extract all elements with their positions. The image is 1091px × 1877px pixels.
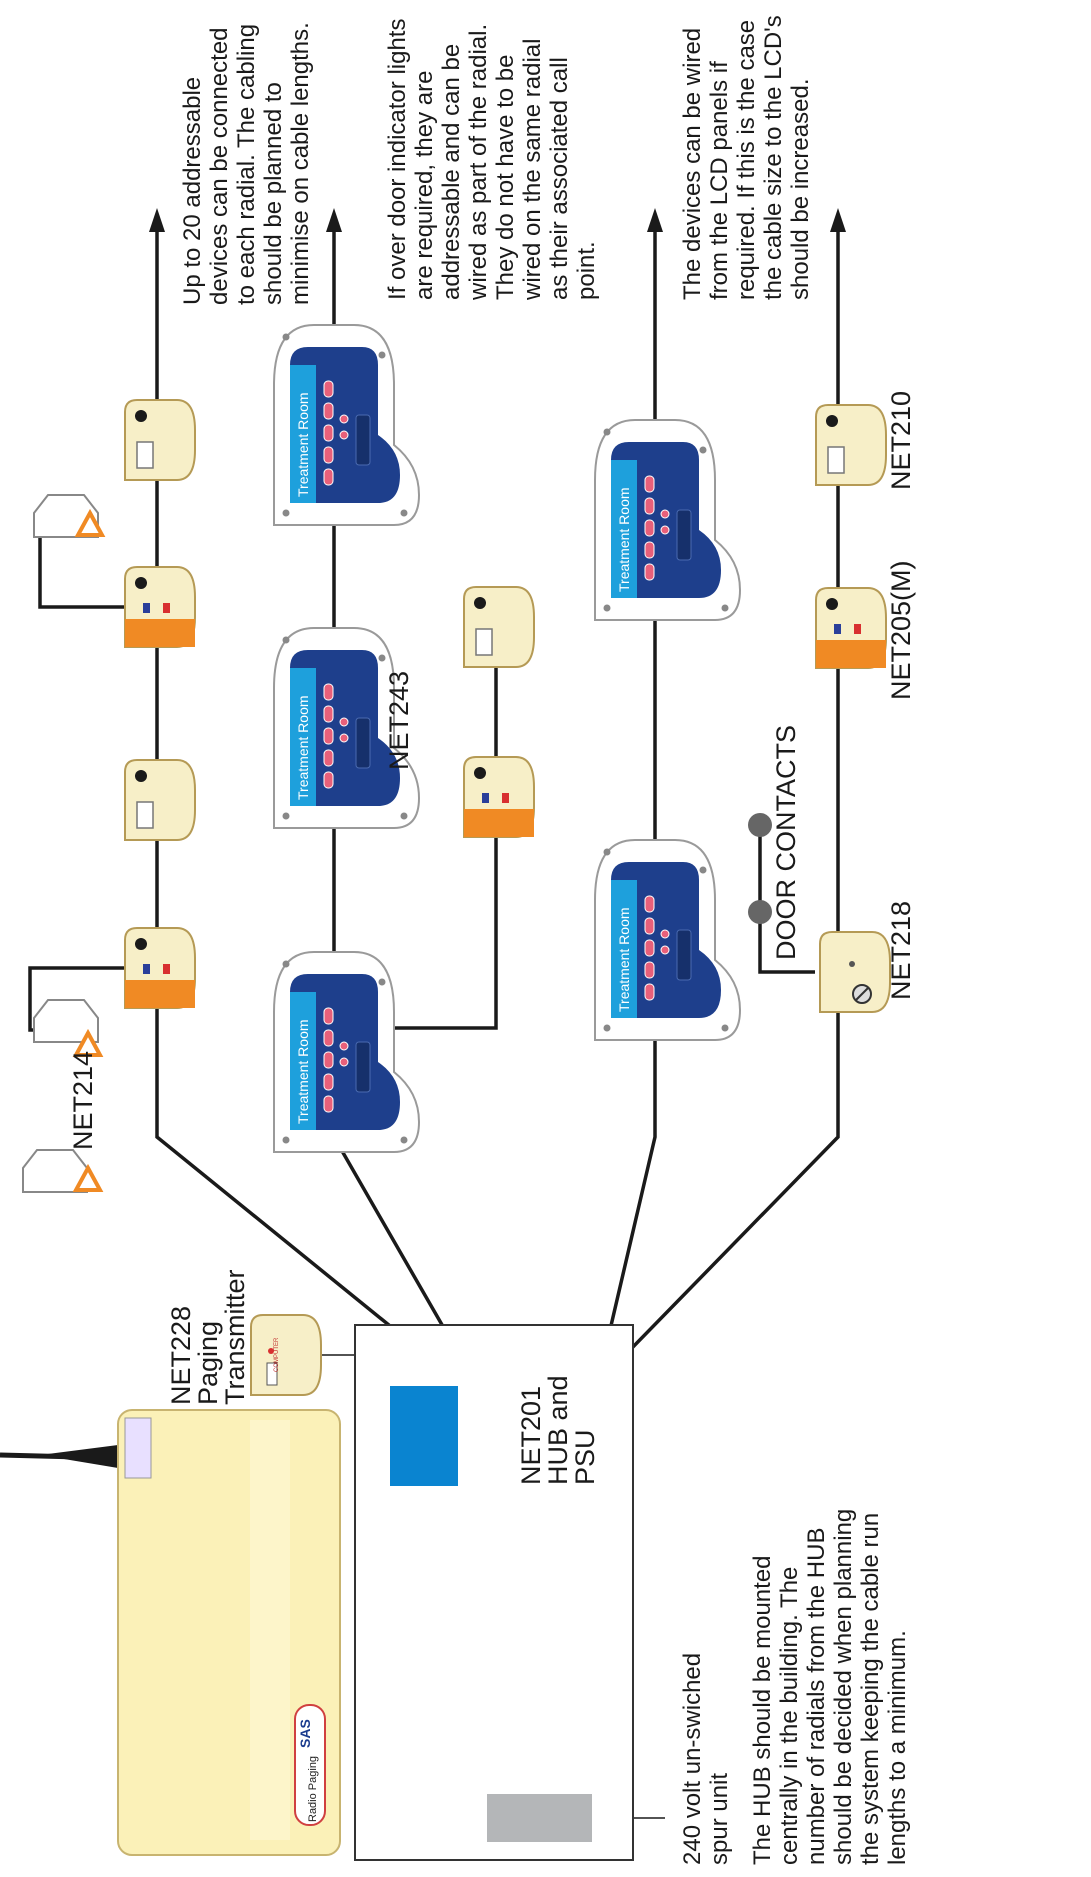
radial-1 (155, 222, 397, 1332)
svg-text:NET210: NET210 (886, 391, 916, 490)
label-net210: NET210 (886, 391, 916, 490)
svg-text:are required, they are: are required, they are (411, 71, 438, 300)
svg-text:Treatment Room: Treatment Room (616, 487, 632, 592)
door-contact-b (748, 813, 772, 837)
lcd-panel-r3b: Treatment Room (594, 419, 741, 621)
hub-display (390, 1386, 458, 1486)
svg-text:should be planned to: should be planned to (260, 82, 287, 305)
call-unit-r1b (124, 759, 196, 841)
svg-text:240 volt un-swiched: 240 volt un-swiched (679, 1653, 706, 1865)
svg-text:centrally in the building. The: centrally in the building. The (776, 1567, 803, 1865)
spur-unit (487, 1794, 592, 1842)
label-net218: NET218 (886, 901, 916, 1000)
svg-text:Radio Paging: Radio Paging (307, 1756, 319, 1822)
svg-text:devices can be connected: devices can be connected (206, 27, 233, 305)
svg-text:number of radials from the HUB: number of radials from the HUB (803, 1528, 830, 1865)
transmitter-computer-label: COMPUTER (274, 1337, 280, 1372)
radial-3 (608, 222, 657, 1331)
svg-text:NET201: NET201 (516, 1386, 546, 1485)
call-unit-net210 (815, 404, 887, 486)
label-door-contacts: DOOR CONTACTS (771, 725, 801, 960)
svg-text:The devices can be wired: The devices can be wired (679, 28, 706, 300)
svg-text:the system keeping the cable r: the system keeping the cable run (857, 1513, 884, 1865)
svg-text:wired on the same radial: wired on the same radial (519, 39, 546, 301)
svg-text:Transmitter: Transmitter (220, 1269, 250, 1405)
call-unit-r1d (124, 399, 196, 481)
door-contacts-unit-net218 (819, 931, 891, 1013)
call-point-orange-r1c (124, 566, 196, 648)
svg-text:should be increased.: should be increased. (787, 79, 814, 300)
svg-text:PSU: PSU (570, 1429, 600, 1485)
label-net243: NET243 (384, 671, 414, 770)
svg-text:Treatment Room: Treatment Room (295, 1019, 311, 1124)
arrow-radial-2 (326, 208, 342, 232)
label-net205m: NET205(M) (886, 560, 916, 700)
svg-text:They do not have to be: They do not have to be (492, 54, 519, 300)
door-contact-wire (758, 825, 815, 974)
lcd-panel-r2a: Treatment Room (273, 951, 420, 1153)
svg-text:from the LCD panels if: from the LCD panels if (706, 61, 733, 300)
svg-text:to each radial. The cabling: to each radial. The cabling (233, 24, 260, 305)
label-net201: NET201 HUB and PSU (516, 1375, 600, 1485)
radial-arrows (149, 208, 846, 232)
lcd-panel-r3a: Treatment Room (594, 839, 741, 1041)
note-lcd-wiring: The devices can be wired from the LCD pa… (679, 15, 814, 300)
call-point-orange-r1a (124, 927, 196, 1009)
svg-text:COMPUTER: COMPUTER (274, 1337, 280, 1372)
svg-text:NET228: NET228 (166, 1306, 196, 1405)
svg-text:DOOR CONTACTS: DOOR CONTACTS (771, 725, 801, 960)
call-point-orange-branch (463, 756, 535, 838)
svg-text:Treatment Room: Treatment Room (616, 907, 632, 1012)
svg-text:Treatment Room: Treatment Room (295, 392, 311, 497)
svg-text:should be decided when plannin: should be decided when planning (830, 1509, 857, 1865)
call-point-orange-net205m (815, 587, 887, 669)
svg-text:If over door indicator lights: If over door indicator lights (384, 19, 411, 300)
arrow-radial-4 (830, 208, 846, 232)
svg-text:NET218: NET218 (886, 901, 916, 1000)
svg-text:point.: point. (573, 241, 600, 300)
lcd-panel-r2c: Treatment Room (273, 324, 420, 526)
svg-text:Treatment Room: Treatment Room (295, 695, 311, 800)
svg-text:The HUB should be mounted: The HUB should be mounted (749, 1555, 776, 1865)
arrow-radial-3 (647, 208, 663, 232)
svg-text:addressable and can be: addressable and can be (438, 44, 465, 300)
svg-text:the cable size to the LCD's: the cable size to the LCD's (760, 15, 787, 300)
svg-text:NET205(M): NET205(M) (886, 560, 916, 700)
svg-text:Paging: Paging (193, 1321, 223, 1405)
lcd-panel-r2b: Treatment Room (273, 627, 420, 829)
svg-text:as their associated call: as their associated call (546, 57, 573, 300)
note-over-door-lights: If over door indicator lights are requir… (384, 19, 600, 301)
door-contact-a (748, 900, 772, 924)
arrow-radial-1 (149, 208, 165, 232)
label-net214: NET214 (68, 1051, 98, 1150)
svg-text:HUB and: HUB and (543, 1375, 573, 1485)
radial-4 (628, 222, 840, 1352)
note-hub-mounting: The HUB should be mounted centrally in t… (749, 1509, 911, 1865)
svg-text:wired as part of the radial.: wired as part of the radial. (465, 24, 492, 301)
svg-text:lengths to a minimum.: lengths to a minimum. (884, 1630, 911, 1865)
svg-text:NET214: NET214 (68, 1051, 98, 1150)
svg-text:SAS: SAS (297, 1719, 313, 1748)
svg-text:NET243: NET243 (384, 671, 414, 770)
note-radial-capacity: Up to 20 addressable devices can be conn… (179, 22, 314, 305)
svg-text:minimise on cable lengths.: minimise on cable lengths. (287, 22, 314, 305)
label-net228: NET228 Paging Transmitter (166, 1269, 250, 1405)
pager-radio-paging-label: Radio Paging (307, 1756, 319, 1822)
radio-pager-unit (0, 1409, 341, 1856)
paging-transmitter (250, 1314, 322, 1396)
pager-brand-logo: SAS (297, 1719, 313, 1748)
svg-text:required. If this is the case: required. If this is the case (733, 20, 760, 300)
note-spur-unit: 240 volt un-swiched spur unit (679, 1653, 733, 1865)
wiring (28, 222, 840, 1819)
svg-text:Up to 20 addressable: Up to 20 addressable (179, 77, 206, 305)
call-unit-branch (463, 586, 535, 668)
svg-text:spur unit: spur unit (706, 1773, 733, 1865)
